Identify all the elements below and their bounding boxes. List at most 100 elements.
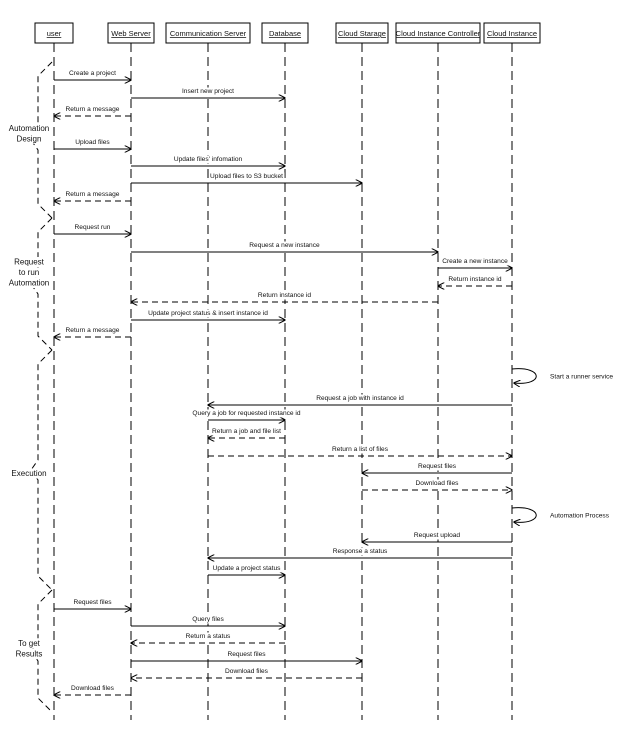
label-background [13, 257, 46, 267]
message-update-project-status-insert-instance-id: Update project status & insert instance … [131, 309, 285, 321]
label-background [17, 267, 41, 278]
label-background [416, 462, 459, 471]
message-label: Return a message [66, 106, 120, 113]
actor-label: user [47, 29, 62, 38]
actor-box [483, 22, 541, 44]
label-background [172, 155, 244, 164]
message-query-a-job-for-requested-instance-id: Query a job for requested instance id [190, 409, 303, 421]
actor-user: user [34, 22, 74, 44]
phase-label-line: Request [14, 258, 45, 267]
actor-web: Web Server [107, 22, 155, 44]
message-label: Return a message [66, 327, 120, 334]
message-start-a-runner-service: Start a runner service [511, 368, 613, 384]
label-background [64, 326, 122, 335]
message-label: Query files [192, 616, 224, 623]
message-label: Request upload [414, 532, 461, 539]
label-background [210, 427, 283, 436]
message-label: Return a list of files [332, 446, 389, 453]
actor-storage: Cloud Starage [335, 22, 389, 44]
label-background [64, 190, 122, 199]
actor-label: Database [269, 29, 301, 38]
message-return-a-message: Return a message [54, 105, 131, 117]
message-request-a-new-instance: Request a new instance [131, 241, 438, 253]
label-background [15, 133, 43, 144]
label-background [7, 123, 51, 134]
label-background [184, 632, 233, 641]
actor-label: Cloud Starage [338, 29, 386, 38]
message-label: Request a new instance [249, 242, 320, 249]
message-label: Request files [73, 599, 112, 606]
message-return-a-message: Return a message [54, 326, 131, 338]
message-return-a-message: Return a message [54, 190, 131, 202]
phase-label-line: To get [18, 639, 41, 648]
phase-label-line: Automation [9, 124, 49, 133]
message-create-a-new-instance: Create a new instance [438, 257, 512, 269]
message-arrow [511, 507, 537, 523]
label-background [330, 445, 391, 454]
message-upload-files-to-s3-bucket: Upload files to S3 bucket [131, 172, 362, 184]
label-background [208, 172, 285, 181]
message-create-a-project: Create a project [54, 69, 131, 81]
actor-box [335, 22, 389, 44]
actor-label: Cloud Instance [487, 29, 537, 38]
message-response-a-status: Response a status [208, 547, 512, 559]
actor-label: Communication Server [170, 29, 247, 38]
phase-label-line: Execution [11, 469, 46, 478]
message-label: Update files' infomation [174, 156, 243, 163]
label-background [440, 257, 510, 266]
message-download-files: Download files [362, 479, 512, 491]
message-label: Download files [225, 668, 269, 675]
label-background [225, 650, 268, 659]
message-label: Automation Process [550, 513, 610, 520]
message-automation-process: Automation Process [511, 507, 610, 523]
actor-box [261, 22, 309, 44]
label-background [71, 598, 114, 607]
label-background [190, 615, 226, 624]
label-background [7, 278, 51, 288]
message-label: Return a job and file list [212, 428, 281, 435]
actor-label: Cloud Instance Controller [396, 29, 481, 38]
message-label: Return a message [66, 191, 120, 198]
label-background [17, 638, 42, 649]
message-download-files: Download files [131, 667, 362, 679]
label-background [69, 684, 117, 693]
message-arrow [511, 368, 537, 384]
message-return-a-job-and-file-list: Return a job and file list [208, 427, 285, 439]
label-background [14, 648, 44, 659]
message-label: Query a job for requested instance id [192, 410, 300, 417]
message-label: Request run [75, 224, 111, 231]
message-label: Request files [418, 463, 457, 470]
message-request-files: Request files [362, 462, 512, 474]
label-background [73, 223, 113, 232]
label-background [211, 564, 283, 573]
message-request-upload: Request upload [362, 531, 512, 543]
message-label: Start a runner service [550, 374, 613, 381]
label-background [73, 138, 112, 147]
actor-comm: Communication Server [165, 22, 251, 44]
message-request-run: Request run [54, 223, 131, 235]
actor-box [165, 22, 251, 44]
message-label: Return instance id [448, 276, 501, 283]
message-label: Update project status & insert instance … [148, 310, 268, 317]
actor-box [395, 22, 481, 44]
label-background [414, 479, 461, 488]
message-label: Update a project status [213, 565, 282, 572]
label-background [180, 87, 236, 96]
message-upload-files: Upload files [54, 138, 131, 150]
label-background [412, 531, 462, 540]
label-background [146, 309, 270, 318]
message-label: Insert new project [182, 88, 234, 95]
message-return-a-list-of-files: Return a list of files [208, 445, 512, 457]
label-background [64, 105, 122, 114]
label-background [10, 468, 48, 479]
message-label: Return a status [186, 633, 231, 640]
phase-label-line: Results [16, 649, 43, 658]
message-label: Upload files [75, 139, 110, 146]
phase-label-line: to run [19, 268, 39, 277]
message-label: Upload files to S3 bucket [210, 173, 283, 180]
actor-box [34, 22, 74, 44]
